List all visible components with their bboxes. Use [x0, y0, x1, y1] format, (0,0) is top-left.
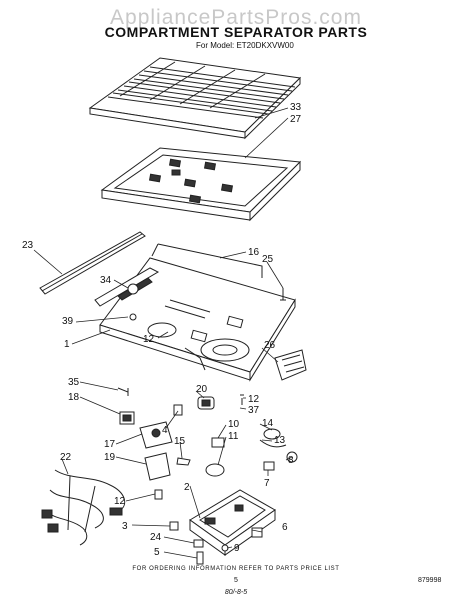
part-control-housing: [139, 421, 173, 500]
part-3: [169, 521, 179, 531]
page-number: 5: [234, 577, 238, 584]
part-screw-small: [129, 313, 137, 321]
callout-17: 17: [104, 439, 116, 450]
callout-33: 33: [290, 102, 302, 113]
part-screw-25: [280, 288, 286, 301]
part-5: [196, 551, 204, 565]
part-separator-frame: [100, 147, 302, 222]
part-wiring-harness: [41, 469, 126, 546]
callout-27: 27: [290, 114, 302, 125]
callout-4: 4: [162, 425, 168, 436]
callout-13: 13: [274, 435, 286, 446]
callout-9: 9: [234, 543, 240, 554]
callout-11: 11: [228, 431, 239, 442]
callout-15: 15: [174, 436, 186, 447]
part-grille-shelf: [88, 57, 302, 140]
part-connector-6: [251, 527, 263, 538]
ordering-footer: FOR ORDERING INFORMATION REFER TO PARTS …: [132, 566, 339, 572]
part-clip: [127, 283, 139, 295]
part-trim-strip: [39, 231, 146, 295]
callout-26: 26: [264, 340, 276, 351]
part-base-box: [189, 489, 276, 556]
callout-24: 24: [150, 532, 162, 543]
callout-16: 16: [248, 247, 260, 258]
handwritten-note: 80/-8-5: [225, 589, 247, 596]
part-ring-11: [205, 463, 225, 477]
callout-18: 18: [68, 392, 80, 403]
part-wire-13: [259, 439, 287, 448]
part-separator-plate: [94, 257, 296, 382]
callout-12b: 12: [248, 394, 260, 405]
model-subtitle: For Model: ET20DKXVW00: [196, 41, 294, 50]
document-number: 879998: [418, 577, 441, 584]
part-knob-14: [263, 428, 281, 440]
part-socket-7: [263, 461, 275, 471]
part-switch-10: [211, 437, 225, 448]
callout-7: 7: [264, 478, 270, 489]
leader-lines: [33, 107, 293, 559]
part-knob: [197, 396, 215, 410]
callout-12a: 12: [143, 334, 155, 345]
callout-8: 8: [288, 455, 294, 466]
page-title: COMPARTMENT SEPARATOR PARTS: [105, 24, 368, 40]
callout-35: 35: [68, 377, 80, 388]
callout-3: 3: [122, 521, 128, 532]
callout-6: 6: [282, 522, 288, 533]
callout-20: 20: [196, 384, 208, 395]
callout-12c: 12: [114, 496, 126, 507]
callout-14: 14: [262, 418, 274, 429]
callout-25: 25: [262, 254, 274, 265]
callout-labels: 33 27 23 16 25 34 39 1 12 26 35 18 20 12…: [22, 102, 302, 558]
callout-22: 22: [60, 452, 72, 463]
part-heater-wire: [151, 243, 263, 278]
callout-37: 37: [248, 405, 260, 416]
part-clip-15: [176, 457, 191, 466]
part-small-thermo: [173, 404, 183, 416]
callout-2: 2: [184, 482, 190, 493]
callout-10: 10: [228, 419, 240, 430]
callout-19: 19: [104, 452, 116, 463]
callout-23: 23: [22, 240, 34, 251]
callout-34: 34: [100, 275, 112, 286]
callout-5: 5: [154, 547, 160, 558]
part-screw-35: [117, 387, 129, 396]
part-24: [193, 539, 204, 548]
part-baffle: [274, 349, 307, 381]
callout-39: 39: [62, 316, 74, 327]
watermark-text: AppliancePartsPros.com: [110, 6, 362, 29]
callout-1: 1: [64, 339, 70, 350]
